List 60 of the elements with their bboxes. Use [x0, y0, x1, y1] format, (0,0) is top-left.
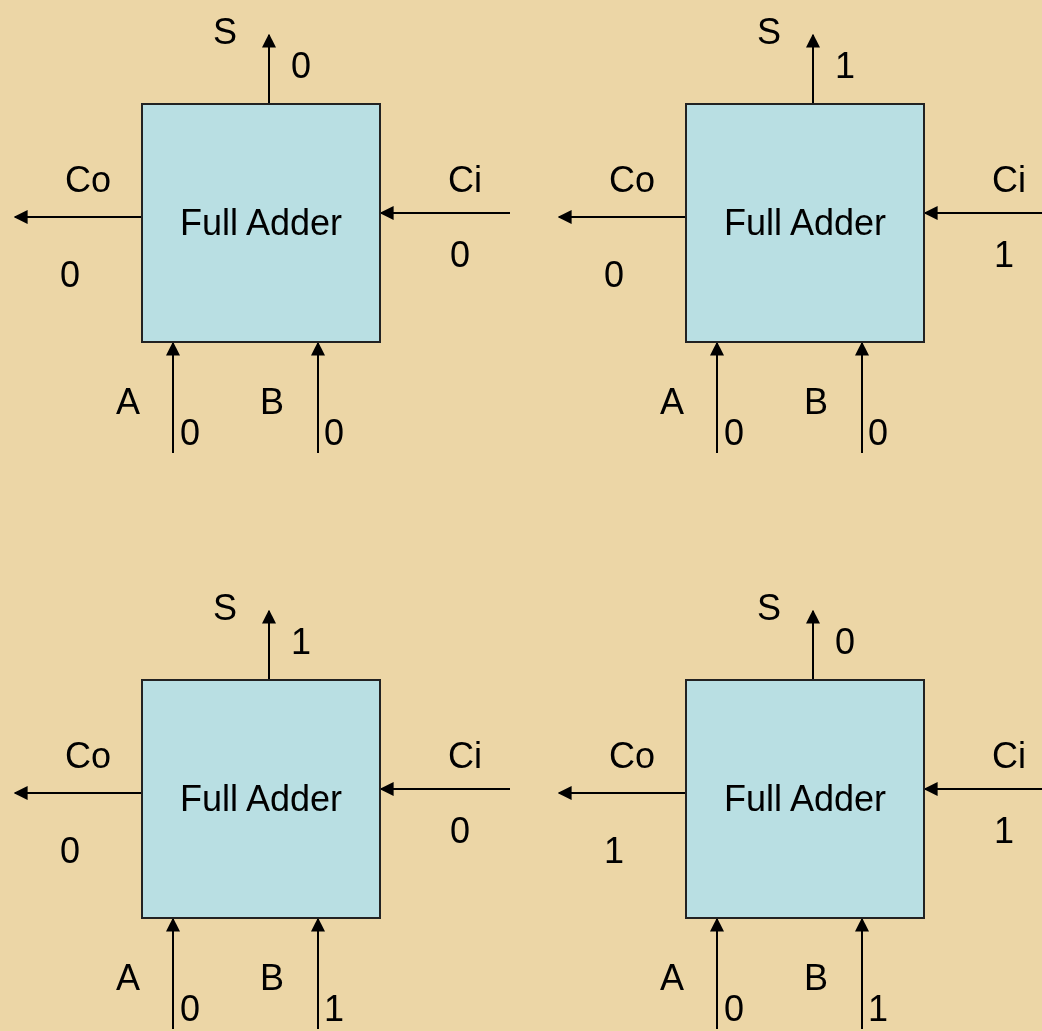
signal-name: Co [65, 738, 111, 774]
signal-name: S [757, 590, 781, 626]
signal-value: 1 [868, 991, 888, 1027]
arrow [710, 341, 724, 454]
signal-name: Co [609, 162, 655, 198]
signal-value: 0 [724, 415, 744, 451]
signal-name: S [757, 14, 781, 50]
signal-value: 0 [60, 833, 80, 869]
full-adder-block [685, 103, 925, 343]
arrow [806, 33, 820, 104]
signal-value: 0 [868, 415, 888, 451]
signal-name: B [804, 384, 828, 420]
signal-value: 0 [324, 415, 344, 451]
signal-name: Ci [992, 738, 1026, 774]
arrow [710, 917, 724, 1030]
arrow [311, 341, 325, 454]
arrow [557, 210, 686, 224]
full-adder-block [141, 103, 381, 343]
signal-value: 1 [835, 48, 855, 84]
signal-name: B [260, 384, 284, 420]
signal-value: 1 [994, 237, 1014, 273]
signal-name: B [804, 960, 828, 996]
arrow [13, 210, 142, 224]
signal-value: 1 [994, 813, 1014, 849]
signal-name: Co [609, 738, 655, 774]
arrow [262, 609, 276, 680]
signal-name: A [116, 384, 140, 420]
signal-name: Ci [448, 162, 482, 198]
signal-name: B [260, 960, 284, 996]
signal-name: Ci [992, 162, 1026, 198]
arrow [166, 341, 180, 454]
signal-value: 0 [180, 415, 200, 451]
signal-name: Co [65, 162, 111, 198]
signal-value: 0 [604, 257, 624, 293]
arrow [262, 33, 276, 104]
signal-name: A [660, 384, 684, 420]
arrow [13, 786, 142, 800]
arrow [855, 917, 869, 1030]
full-adder-block [685, 679, 925, 919]
signal-name: Ci [448, 738, 482, 774]
signal-value: 0 [291, 48, 311, 84]
arrow [311, 917, 325, 1030]
signal-value: 0 [60, 257, 80, 293]
signal-value: 1 [291, 624, 311, 660]
signal-name: A [116, 960, 140, 996]
arrow [806, 609, 820, 680]
signal-value: 0 [450, 813, 470, 849]
signal-name: A [660, 960, 684, 996]
signal-value: 0 [450, 237, 470, 273]
arrow [855, 341, 869, 454]
signal-name: S [213, 590, 237, 626]
signal-value: 1 [324, 991, 344, 1027]
arrow [166, 917, 180, 1030]
full-adder-block [141, 679, 381, 919]
signal-value: 0 [835, 624, 855, 660]
arrow [557, 786, 686, 800]
signal-value: 0 [724, 991, 744, 1027]
signal-value: 1 [604, 833, 624, 869]
signal-value: 0 [180, 991, 200, 1027]
signal-name: S [213, 14, 237, 50]
